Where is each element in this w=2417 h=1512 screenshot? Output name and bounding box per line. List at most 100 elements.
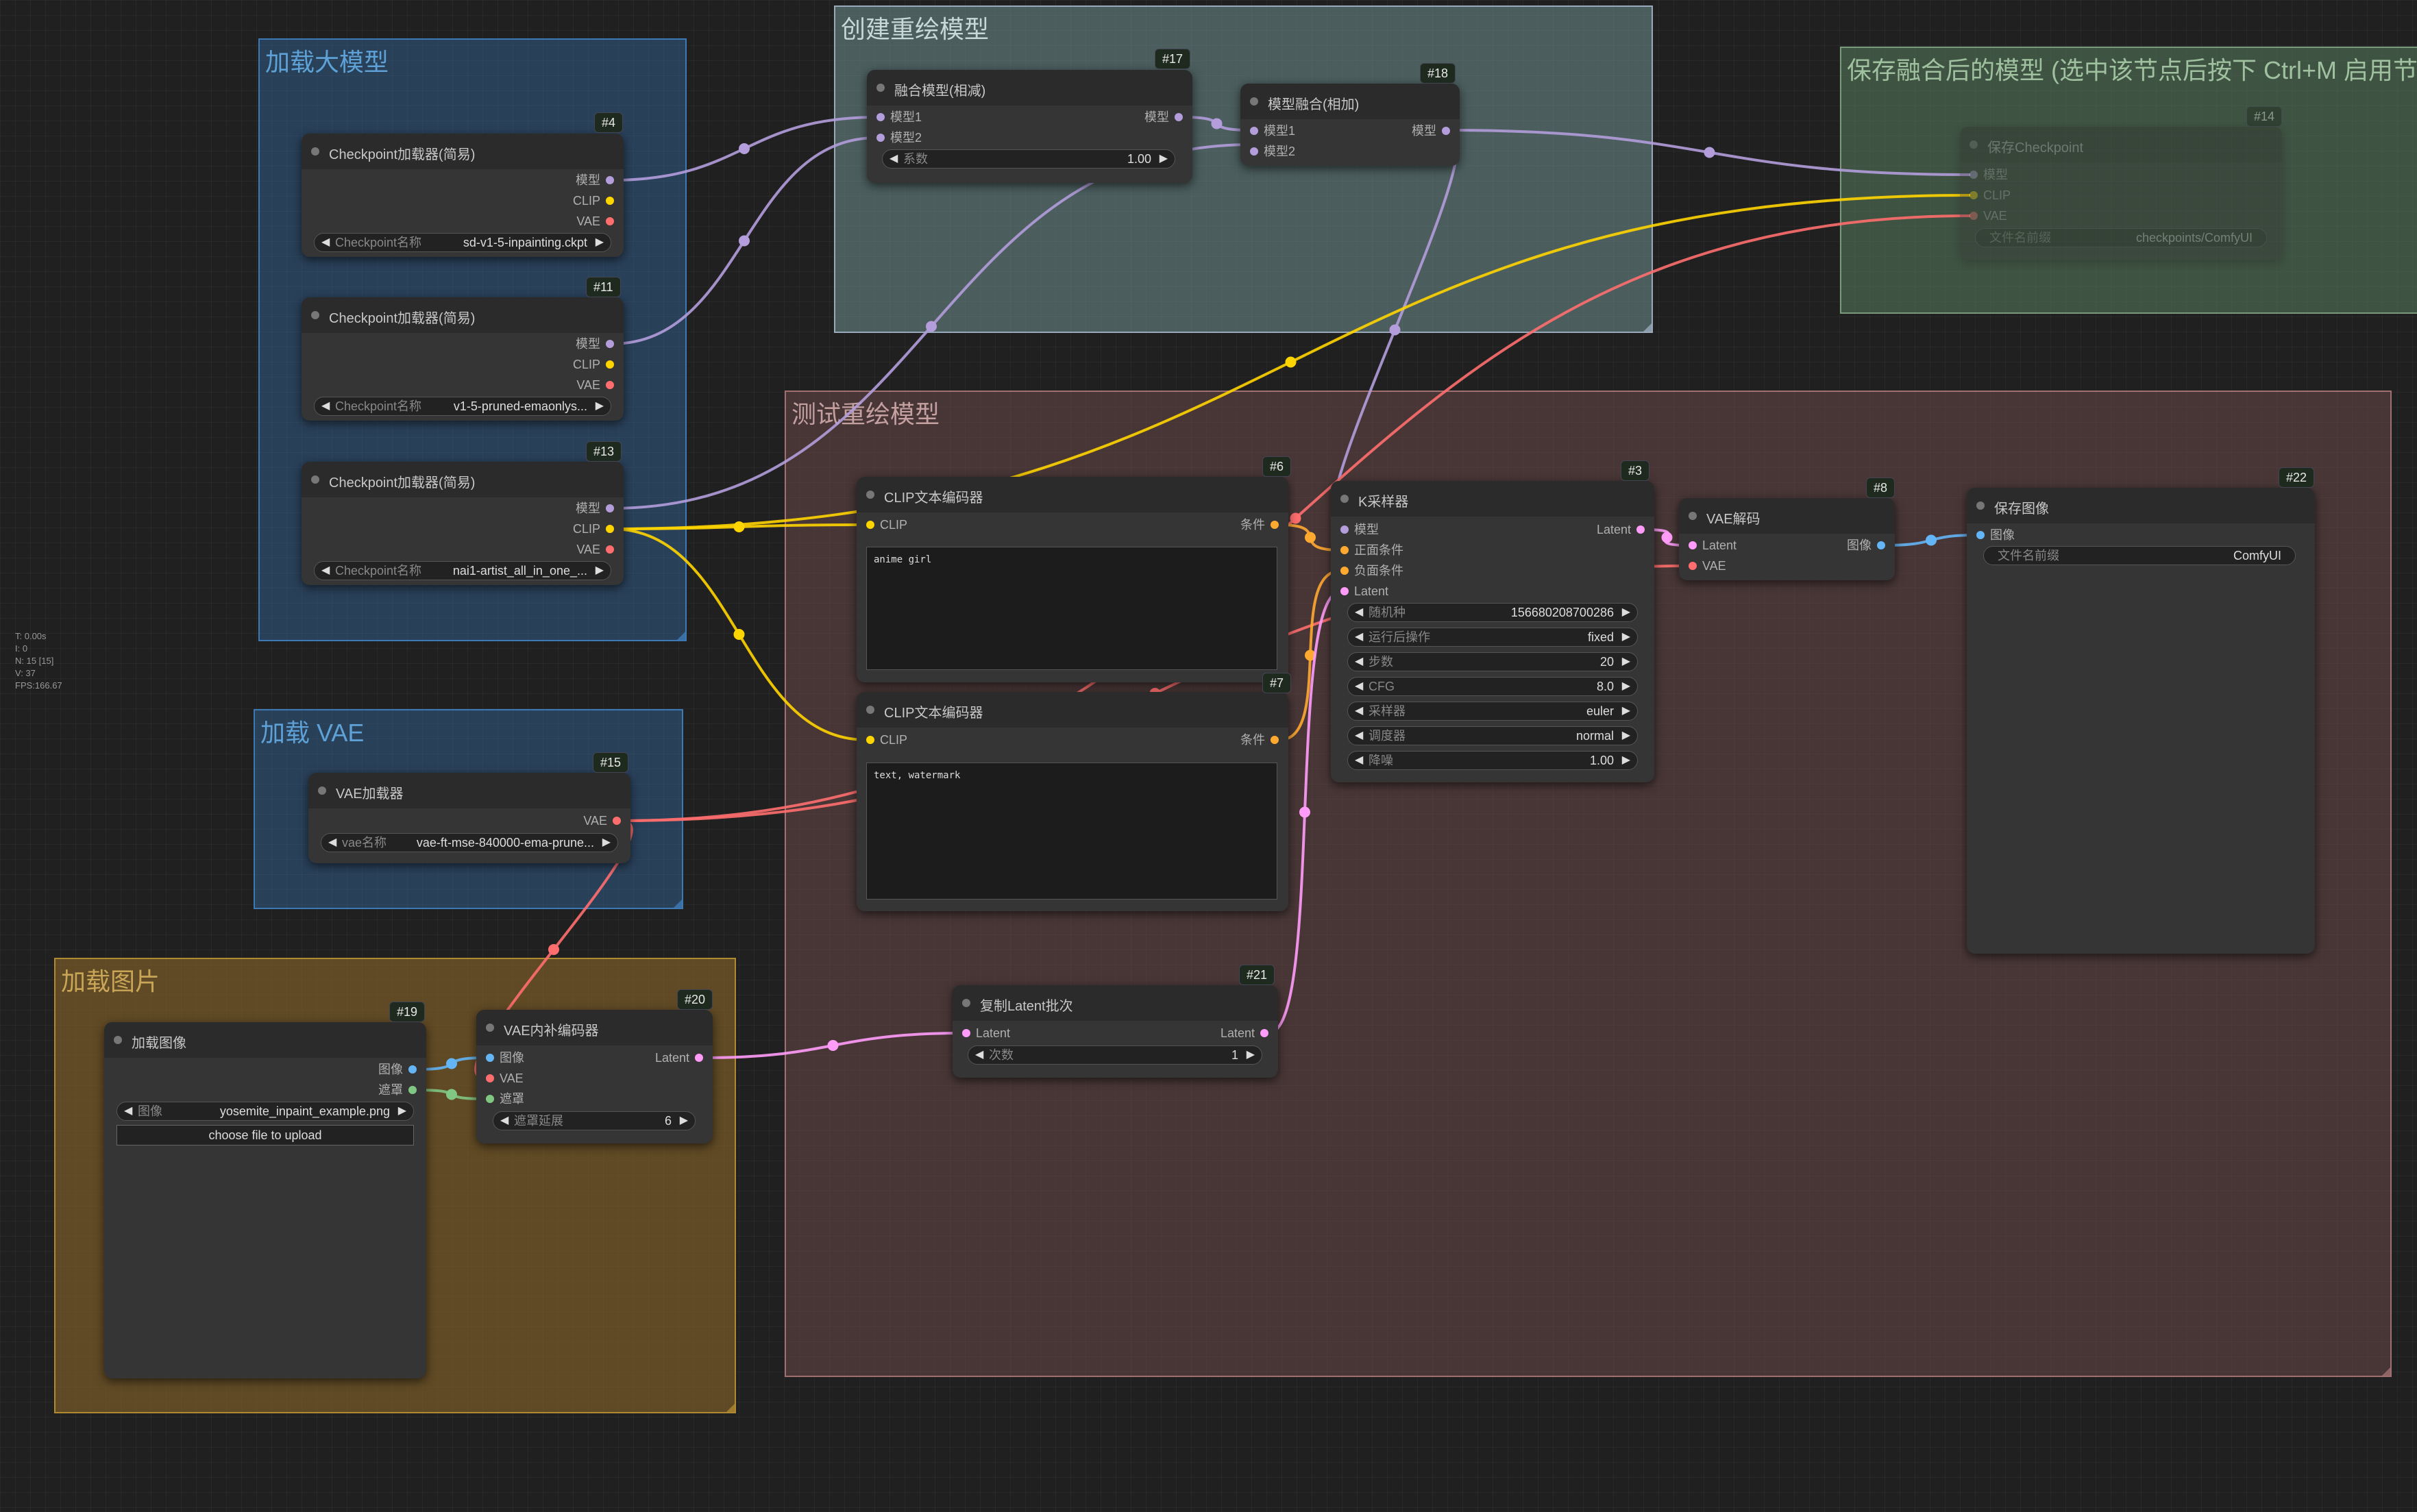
- model-pin-icon[interactable]: [1250, 147, 1258, 156]
- conditioning-pin-icon[interactable]: [1340, 567, 1349, 575]
- image-pin-icon[interactable]: [1877, 541, 1885, 549]
- latent-pin-icon[interactable]: [1636, 525, 1645, 534]
- latent-pin-icon[interactable]: [962, 1029, 970, 1037]
- arrow-left-icon[interactable]: ◀: [1355, 680, 1364, 692]
- prompt-textarea[interactable]: anime girl: [866, 547, 1277, 670]
- conditioning-pin-icon[interactable]: [1271, 736, 1279, 744]
- latent-pin-icon[interactable]: [1260, 1029, 1268, 1037]
- collapse-dot-icon[interactable]: [866, 706, 874, 714]
- node-header[interactable]: VAE内补编码器: [476, 1010, 713, 1045]
- output-image[interactable]: 图像: [378, 1063, 417, 1076]
- model-pin-icon[interactable]: [1250, 127, 1258, 135]
- clip-pin-icon[interactable]: [606, 525, 614, 533]
- model-pin-icon[interactable]: [876, 113, 885, 121]
- output-vae[interactable]: VAE: [583, 814, 621, 828]
- arrow-right-icon[interactable]: ▶: [1621, 656, 1630, 667]
- wire-midpoint-dot-icon[interactable]: [1285, 356, 1297, 368]
- output-clip[interactable]: CLIP: [573, 194, 614, 208]
- input-clip[interactable]: CLIP: [866, 733, 907, 747]
- output-conditioning[interactable]: 条件: [1240, 518, 1279, 532]
- input-image[interactable]: 图像: [486, 1051, 524, 1065]
- vae-pin-icon[interactable]: [606, 381, 614, 389]
- input-vae[interactable]: VAE: [1689, 559, 1726, 573]
- node-header[interactable]: VAE加载器: [308, 773, 630, 808]
- node-header[interactable]: Checkpoint加载器(简易): [302, 134, 624, 169]
- group-resize-handle[interactable]: [1643, 323, 1652, 332]
- model-pin-icon[interactable]: [606, 340, 614, 348]
- vae-pin-icon[interactable]: [606, 545, 614, 554]
- wire-midpoint-dot-icon[interactable]: [548, 944, 559, 955]
- collapse-dot-icon[interactable]: [311, 475, 319, 484]
- mask-pin-icon[interactable]: [408, 1086, 417, 1094]
- conditioning-pin-icon[interactable]: [1271, 521, 1279, 529]
- arrow-left-icon[interactable]: ◀: [321, 236, 330, 248]
- collapse-dot-icon[interactable]: [114, 1036, 122, 1044]
- clip-pin-icon[interactable]: [866, 521, 874, 529]
- node-header[interactable]: 保存Checkpoint: [1960, 127, 2282, 162]
- collapse-dot-icon[interactable]: [318, 786, 326, 795]
- node-header[interactable]: K采样器: [1331, 481, 1654, 517]
- arrow-right-icon[interactable]: ▶: [1621, 705, 1630, 717]
- input-mask[interactable]: 遮罩: [486, 1092, 524, 1106]
- output-latent[interactable]: Latent: [1220, 1026, 1268, 1040]
- prompt-textarea[interactable]: text, watermark: [866, 763, 1277, 900]
- collapse-dot-icon[interactable]: [311, 147, 319, 156]
- arrow-right-icon[interactable]: ▶: [595, 236, 604, 248]
- input-model1[interactable]: 模型1: [1250, 124, 1295, 138]
- output-latent[interactable]: Latent: [1597, 523, 1645, 536]
- node-header[interactable]: 融合模型(相减): [867, 70, 1192, 106]
- input-model[interactable]: 模型: [1340, 523, 1379, 536]
- model-pin-icon[interactable]: [1340, 525, 1349, 534]
- model-pin-icon[interactable]: [1175, 113, 1183, 121]
- arrow-left-icon[interactable]: ◀: [1355, 606, 1364, 618]
- arrow-right-icon[interactable]: ▶: [1621, 631, 1630, 643]
- output-vae[interactable]: VAE: [576, 543, 614, 556]
- collapse-dot-icon[interactable]: [866, 491, 874, 499]
- wire-midpoint-dot-icon[interactable]: [733, 629, 745, 640]
- arrow-right-icon[interactable]: ▶: [679, 1115, 688, 1126]
- clip-pin-icon[interactable]: [606, 197, 614, 205]
- arrow-left-icon[interactable]: ◀: [975, 1049, 984, 1061]
- node-checkpoint-loader-13[interactable]: Checkpoint加载器(简易) 模型 CLIP VAE ◀Checkpoin…: [302, 462, 624, 585]
- collapse-dot-icon[interactable]: [486, 1024, 494, 1032]
- group-resize-handle[interactable]: [674, 900, 682, 908]
- image-pin-icon[interactable]: [486, 1054, 494, 1062]
- input-positive[interactable]: 正面条件: [1340, 543, 1403, 557]
- output-clip[interactable]: CLIP: [573, 358, 614, 371]
- input-latent[interactable]: Latent: [1340, 584, 1388, 598]
- collapse-dot-icon[interactable]: [876, 84, 885, 92]
- input-latent[interactable]: Latent: [1689, 538, 1737, 552]
- upload-button[interactable]: choose file to upload: [116, 1125, 414, 1145]
- collapse-dot-icon[interactable]: [1340, 495, 1349, 503]
- model-pin-icon[interactable]: [606, 504, 614, 512]
- node-clip-text-encode-7[interactable]: CLIP文本编码器 CLIP 条件 text, watermark: [857, 692, 1288, 911]
- arrow-right-icon[interactable]: ▶: [1621, 680, 1630, 692]
- model-pin-icon[interactable]: [876, 134, 885, 142]
- latent-pin-icon[interactable]: [695, 1054, 703, 1062]
- arrow-left-icon[interactable]: ◀: [328, 836, 337, 848]
- output-clip[interactable]: CLIP: [573, 522, 614, 536]
- node-header[interactable]: 复制Latent批次: [953, 985, 1278, 1021]
- clip-pin-icon[interactable]: [1970, 191, 1978, 199]
- input-clip[interactable]: CLIP: [866, 518, 907, 532]
- input-model2[interactable]: 模型2: [876, 131, 922, 145]
- collapse-dot-icon[interactable]: [1250, 97, 1258, 106]
